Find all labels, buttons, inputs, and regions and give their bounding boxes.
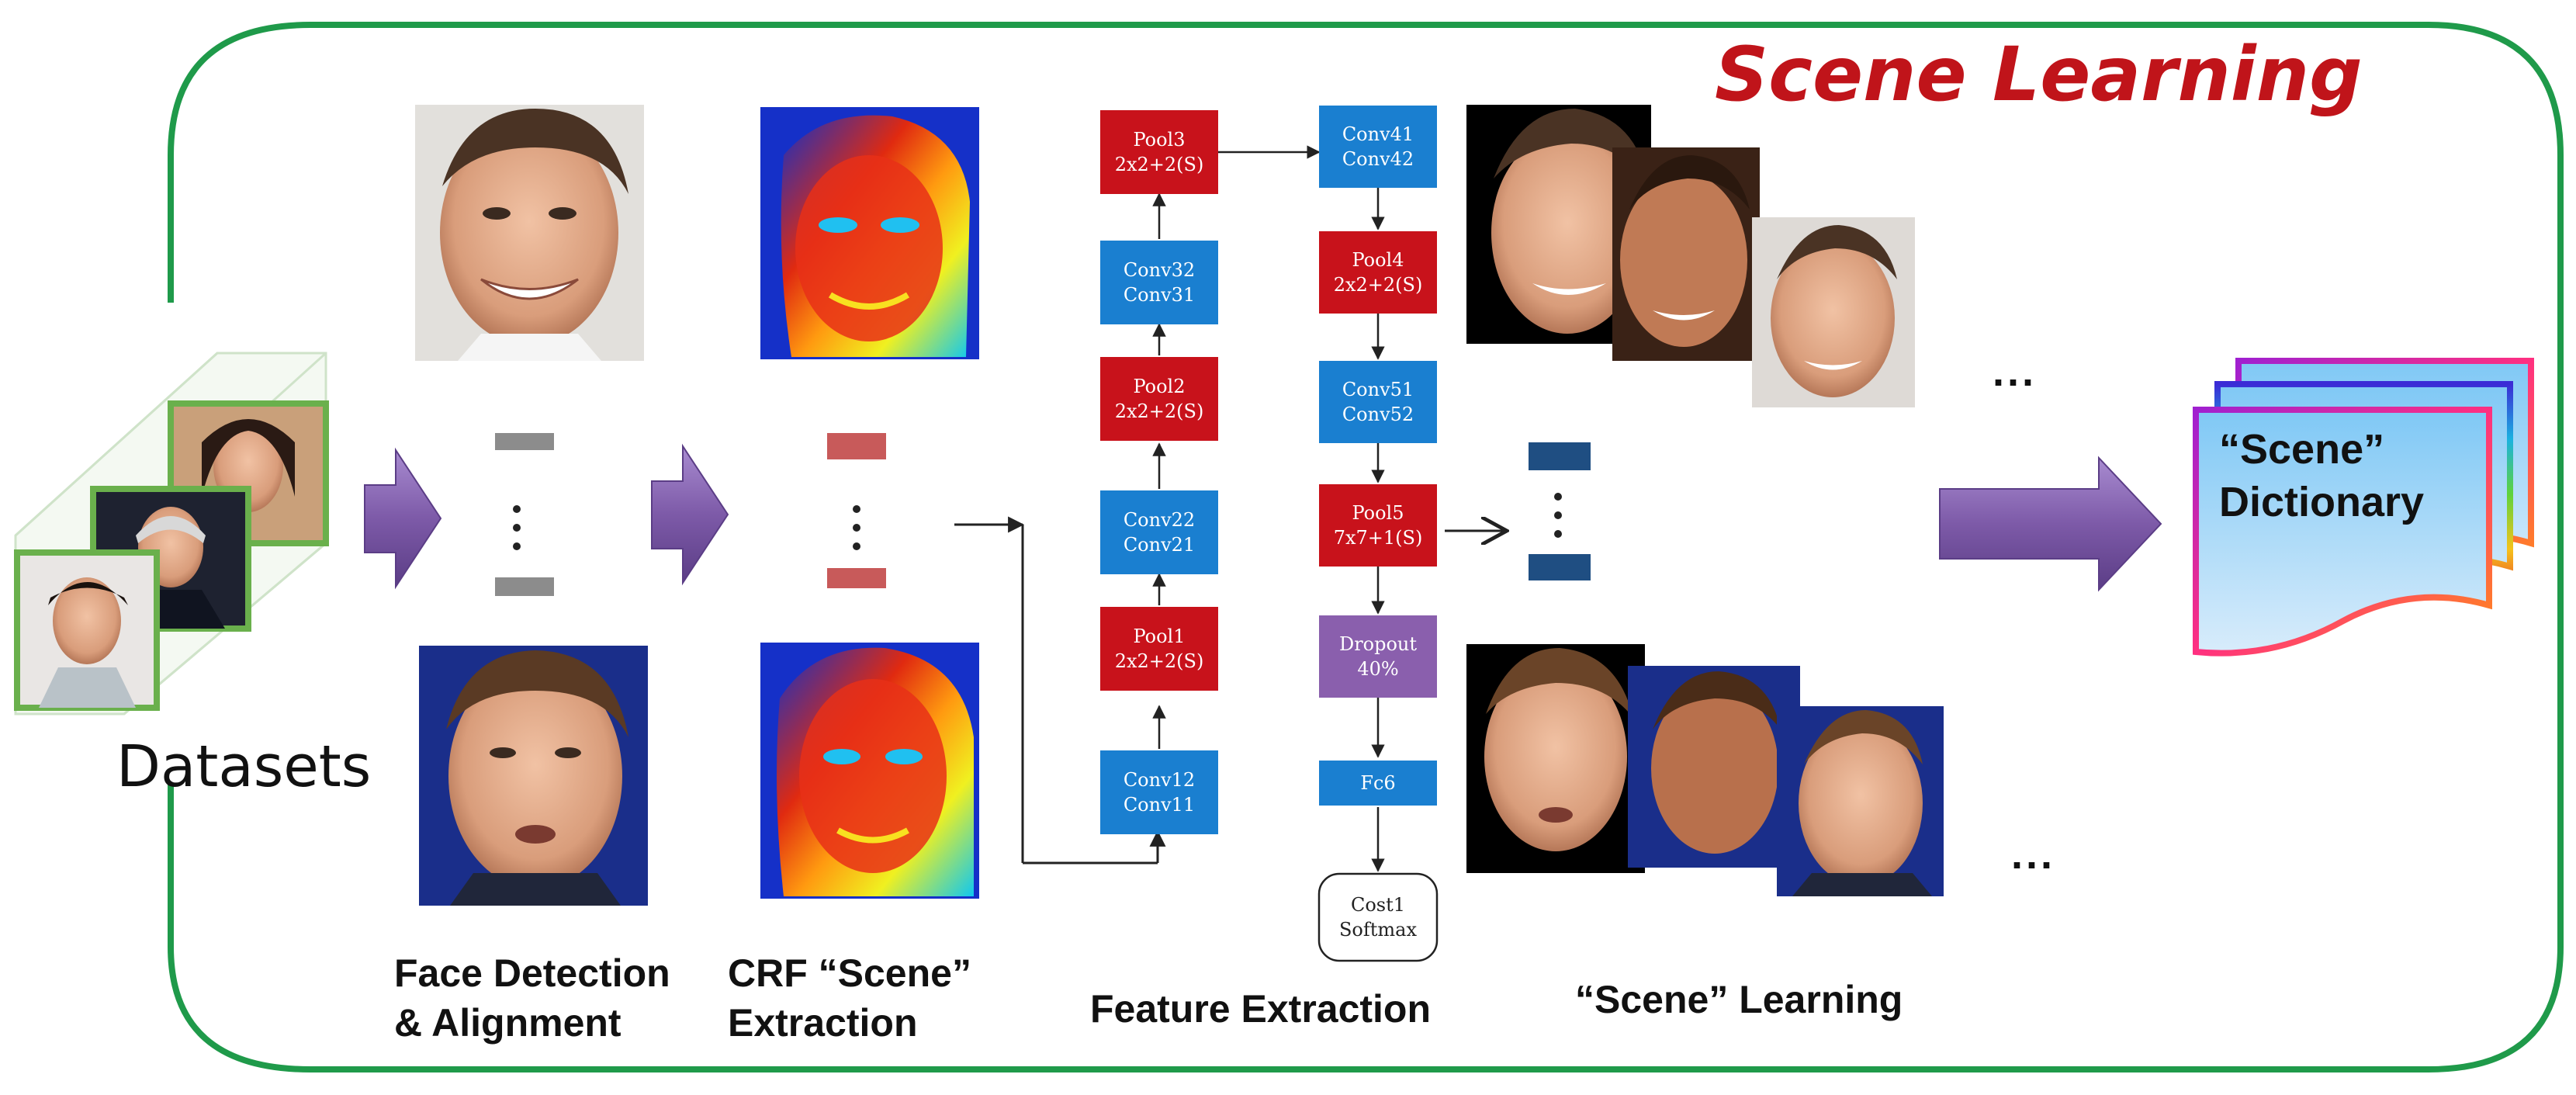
net-left-1-label-1: Conv32 [1124, 259, 1195, 281]
connector-crf-to-network [954, 516, 1166, 865]
dictionary-label: “Scene” Dictionary [2219, 423, 2424, 528]
net-left-4-box [1100, 607, 1218, 691]
feature-bars-blue [1529, 442, 1591, 580]
caption-face-detection-line2: & Alignment [394, 1001, 621, 1045]
feature-bars-gray [495, 433, 554, 596]
net-right-0-label-1: Conv41 [1342, 123, 1414, 145]
diagram-title: Scene Learning [1715, 31, 2363, 118]
net-right-3-box [1319, 484, 1437, 567]
crf-heatmap-top [760, 107, 979, 359]
caption-feature-extraction: Feature Extraction [1090, 987, 1432, 1031]
net-left-0-label-2: 2x2+2(S) [1115, 154, 1204, 175]
net-right-4-box [1319, 615, 1437, 698]
net-left-3-label-2: Conv21 [1124, 534, 1195, 556]
net-left-3-label-1: Conv22 [1124, 509, 1195, 531]
net-right-3-label-2: 7x7+1(S) [1334, 527, 1423, 549]
datasets-cube [14, 352, 329, 716]
net-right-2-label-2: Conv52 [1342, 404, 1414, 425]
net-left-2-label-1: Pool2 [1133, 376, 1185, 397]
caption-face-detection: Face Detection & Alignment [394, 948, 670, 1048]
datasets-label: Datasets [116, 733, 372, 800]
feature-bars-red [827, 433, 886, 588]
net-right-3-label-1: Pool5 [1352, 502, 1404, 524]
net-right-0-label-2: Conv42 [1342, 148, 1414, 170]
caption-face-detection-line1: Face Detection [394, 951, 670, 995]
caption-crf-line2: Extraction [728, 1001, 918, 1045]
net-left-4-label-1: Pool1 [1133, 625, 1185, 647]
net-right-6-box [1317, 872, 1439, 962]
net-right-5-box [1319, 761, 1437, 806]
caption-scene-learning: “Scene” Learning [1575, 978, 1903, 1021]
ellipsis-top: ... [1993, 348, 2038, 395]
ellipsis-bottom: ... [2011, 831, 2056, 878]
net-right-4-label-1: Dropout [1339, 633, 1417, 655]
caption-crf-extraction: CRF “Scene” Extraction [728, 948, 971, 1048]
scene-faces-top [1466, 105, 1915, 407]
net-right-6-label-1: Cost1 [1351, 894, 1405, 916]
net-left-5-label-2: Conv11 [1124, 794, 1195, 816]
net-left-5-box [1100, 750, 1218, 834]
dictionary-label-line1: “Scene” [2219, 426, 2385, 473]
dictionary-label-line2: Dictionary [2219, 479, 2425, 525]
net-left-3-box [1100, 490, 1218, 574]
purple-arrow-2 [651, 443, 729, 586]
net-left-5-label-1: Conv12 [1124, 769, 1195, 791]
net-right-1-label-2: 2x2+2(S) [1334, 274, 1423, 296]
net-right-0-box [1319, 106, 1437, 188]
purple-arrow-1 [364, 447, 442, 590]
aligned-face-top [415, 105, 644, 361]
net-right-1-label-1: Pool4 [1352, 249, 1404, 271]
net-left-0-box [1100, 110, 1218, 194]
network-connectors [1152, 145, 1507, 872]
net-right-1-box [1319, 231, 1437, 314]
caption-crf-line1: CRF “Scene” [728, 951, 971, 995]
net-left-2-box [1100, 357, 1218, 441]
scene-dictionary-pages [2193, 358, 2534, 657]
net-right-2-box [1319, 361, 1437, 443]
frame-border [168, 22, 2564, 1072]
net-right-6-label-2: Softmax [1339, 919, 1417, 941]
net-left-1-label-2: Conv31 [1124, 284, 1195, 306]
net-right-2-label-1: Conv51 [1342, 379, 1414, 400]
purple-arrow-big [1939, 456, 2162, 592]
crf-heatmap-bottom [760, 643, 979, 899]
net-left-2-label-2: 2x2+2(S) [1115, 400, 1204, 422]
net-left-1-box [1100, 241, 1218, 324]
aligned-face-bottom [419, 646, 648, 906]
net-left-4-label-2: 2x2+2(S) [1115, 650, 1204, 672]
net-right-4-label-2: 40% [1357, 658, 1398, 680]
net-left-0-label-1: Pool3 [1133, 129, 1185, 151]
net-right-5-label-1: Fc6 [1360, 772, 1395, 794]
scene-faces-bottom [1466, 644, 1944, 896]
